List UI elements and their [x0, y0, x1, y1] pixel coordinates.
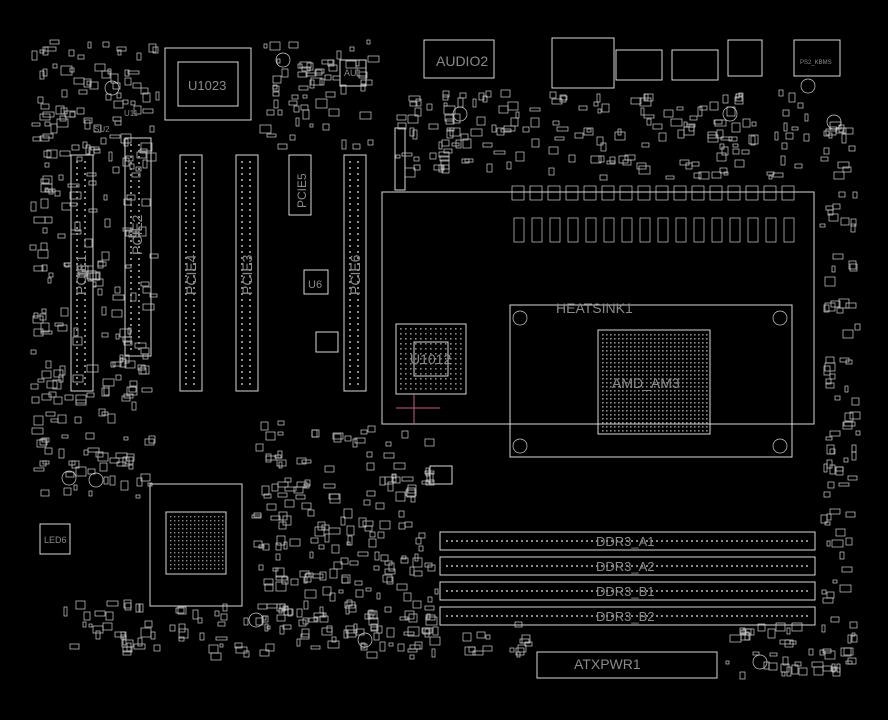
round-component: [104, 80, 120, 96]
round-component: [88, 472, 104, 488]
label-led6: LED6: [44, 535, 67, 545]
round-component: [722, 106, 738, 122]
round-component: [772, 438, 788, 454]
label-pcie3: PCIE3: [239, 254, 255, 295]
round-component: [61, 470, 77, 486]
label-audio2: AUDIO2: [436, 53, 488, 69]
pcie5-slot: [288, 154, 312, 216]
label-pcie6: PCIE6: [347, 254, 363, 295]
label-pcie4: PCIE4: [183, 254, 199, 295]
led6-component: [39, 523, 71, 555]
label-su2: SU2: [94, 125, 110, 134]
label-ddr3-a2: DDR3_A2: [596, 559, 655, 574]
usb-port-2: [671, 49, 719, 81]
label-heatsink1: HEATSINK1: [556, 300, 633, 316]
pcie6-slot: [343, 154, 367, 392]
label-ps2-kbms: PS2_KBMS: [800, 60, 832, 66]
label-atxpwr1: ATXPWR1: [574, 656, 641, 672]
usb-port-1: [615, 49, 663, 81]
southbridge-chip: [165, 511, 227, 575]
pcie4-slot: [179, 154, 203, 392]
round-component: [275, 52, 291, 68]
pcie2-slot: [124, 137, 152, 357]
round-component: [826, 114, 842, 130]
ddr3-a2-slot: [439, 556, 816, 576]
label-ddr3-a1: DDR3_A1: [596, 534, 655, 549]
ddr3-b2-slot: [439, 606, 816, 626]
label-amd-am3: AMD_AM3: [612, 375, 680, 391]
round-component: [752, 654, 768, 670]
label-u6: U6: [308, 279, 322, 291]
round-component: [512, 310, 528, 326]
label-pcie5: PCIE5: [295, 173, 309, 208]
label-ddr3-b2: DDR3_B2: [596, 609, 655, 624]
label-u1012: U1012: [410, 351, 451, 367]
round-component: [512, 438, 528, 454]
round-component: [452, 106, 468, 122]
ddr3-b1-slot: [439, 581, 816, 601]
u1023-chip: [177, 61, 239, 107]
cpu-socket: [597, 329, 711, 435]
u6-chip: [303, 269, 329, 295]
audio-jack-block: [423, 39, 495, 79]
northbridge-chip: [395, 323, 467, 395]
label-au1: AU1: [344, 68, 362, 78]
label-u11: U11: [124, 109, 139, 118]
lan-port: [551, 37, 615, 89]
usb-port-3: [727, 39, 763, 77]
label-ddr3-b1: DDR3_B1: [596, 584, 655, 599]
ddr3-a1-slot: [439, 531, 816, 551]
pcie3-slot: [235, 154, 259, 392]
round-component: [248, 612, 264, 628]
heatsink-outline: [509, 304, 793, 458]
label-pcie1: PCIE1: [73, 254, 89, 295]
label-u1023: U1023: [188, 78, 226, 93]
southbridge-outline: [149, 483, 243, 607]
round-component: [772, 310, 788, 326]
atx-power-connector: [536, 651, 718, 679]
round-component: [357, 632, 373, 648]
label-pcie2: PCIE2: [129, 214, 145, 255]
ps2-port: [793, 39, 841, 77]
round-component: [800, 78, 816, 94]
